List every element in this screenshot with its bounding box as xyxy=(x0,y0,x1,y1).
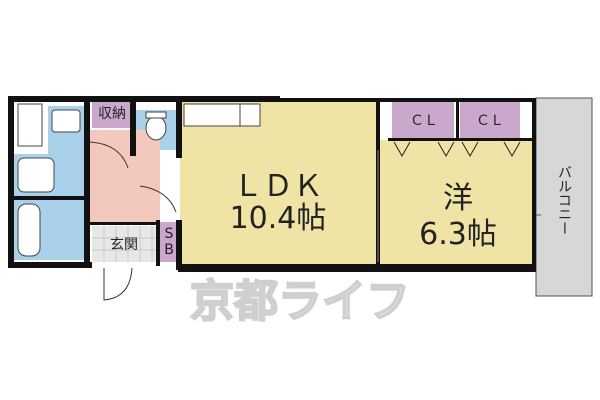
closet-doors xyxy=(393,141,521,158)
entrance-tile-grid xyxy=(92,226,158,262)
kitchen-stove xyxy=(239,103,261,127)
western-room xyxy=(380,140,532,270)
shoe-box xyxy=(160,222,180,262)
refrigerator-space xyxy=(17,103,43,147)
toilet-tank xyxy=(145,111,167,119)
balcony xyxy=(535,97,593,297)
watermark-text: 京都ライフ xyxy=(190,276,410,327)
kitchen-sink xyxy=(183,103,241,127)
washbasin xyxy=(51,109,81,133)
toilet xyxy=(145,115,167,141)
storage-label: 収納 xyxy=(98,106,126,122)
shoe-box-label-b: B xyxy=(164,242,174,258)
washing-machine-pan xyxy=(17,157,55,193)
shoe-box-label-s: S xyxy=(165,226,174,242)
door-swings xyxy=(89,141,177,301)
bathtub xyxy=(17,203,41,257)
hallway xyxy=(88,130,160,224)
western-label: 洋 xyxy=(443,181,473,216)
ldk-room xyxy=(180,98,376,272)
closet-1 xyxy=(392,100,454,140)
ldk-size: 10.4帖 xyxy=(230,201,327,236)
entrance-floor xyxy=(92,226,158,262)
ldk-label: ＬＤＫ xyxy=(233,169,323,204)
entrance-label: 玄関 xyxy=(110,236,138,253)
fixtures xyxy=(17,103,261,257)
closet-2 xyxy=(460,100,520,140)
western-size: 6.3帖 xyxy=(419,217,497,252)
balcony-label: バルコニー xyxy=(556,165,572,235)
closet-2-label: ＣＬ xyxy=(476,113,504,129)
closet-1-label: ＣＬ xyxy=(410,113,438,129)
walls xyxy=(8,96,536,272)
storage-area xyxy=(92,98,132,128)
